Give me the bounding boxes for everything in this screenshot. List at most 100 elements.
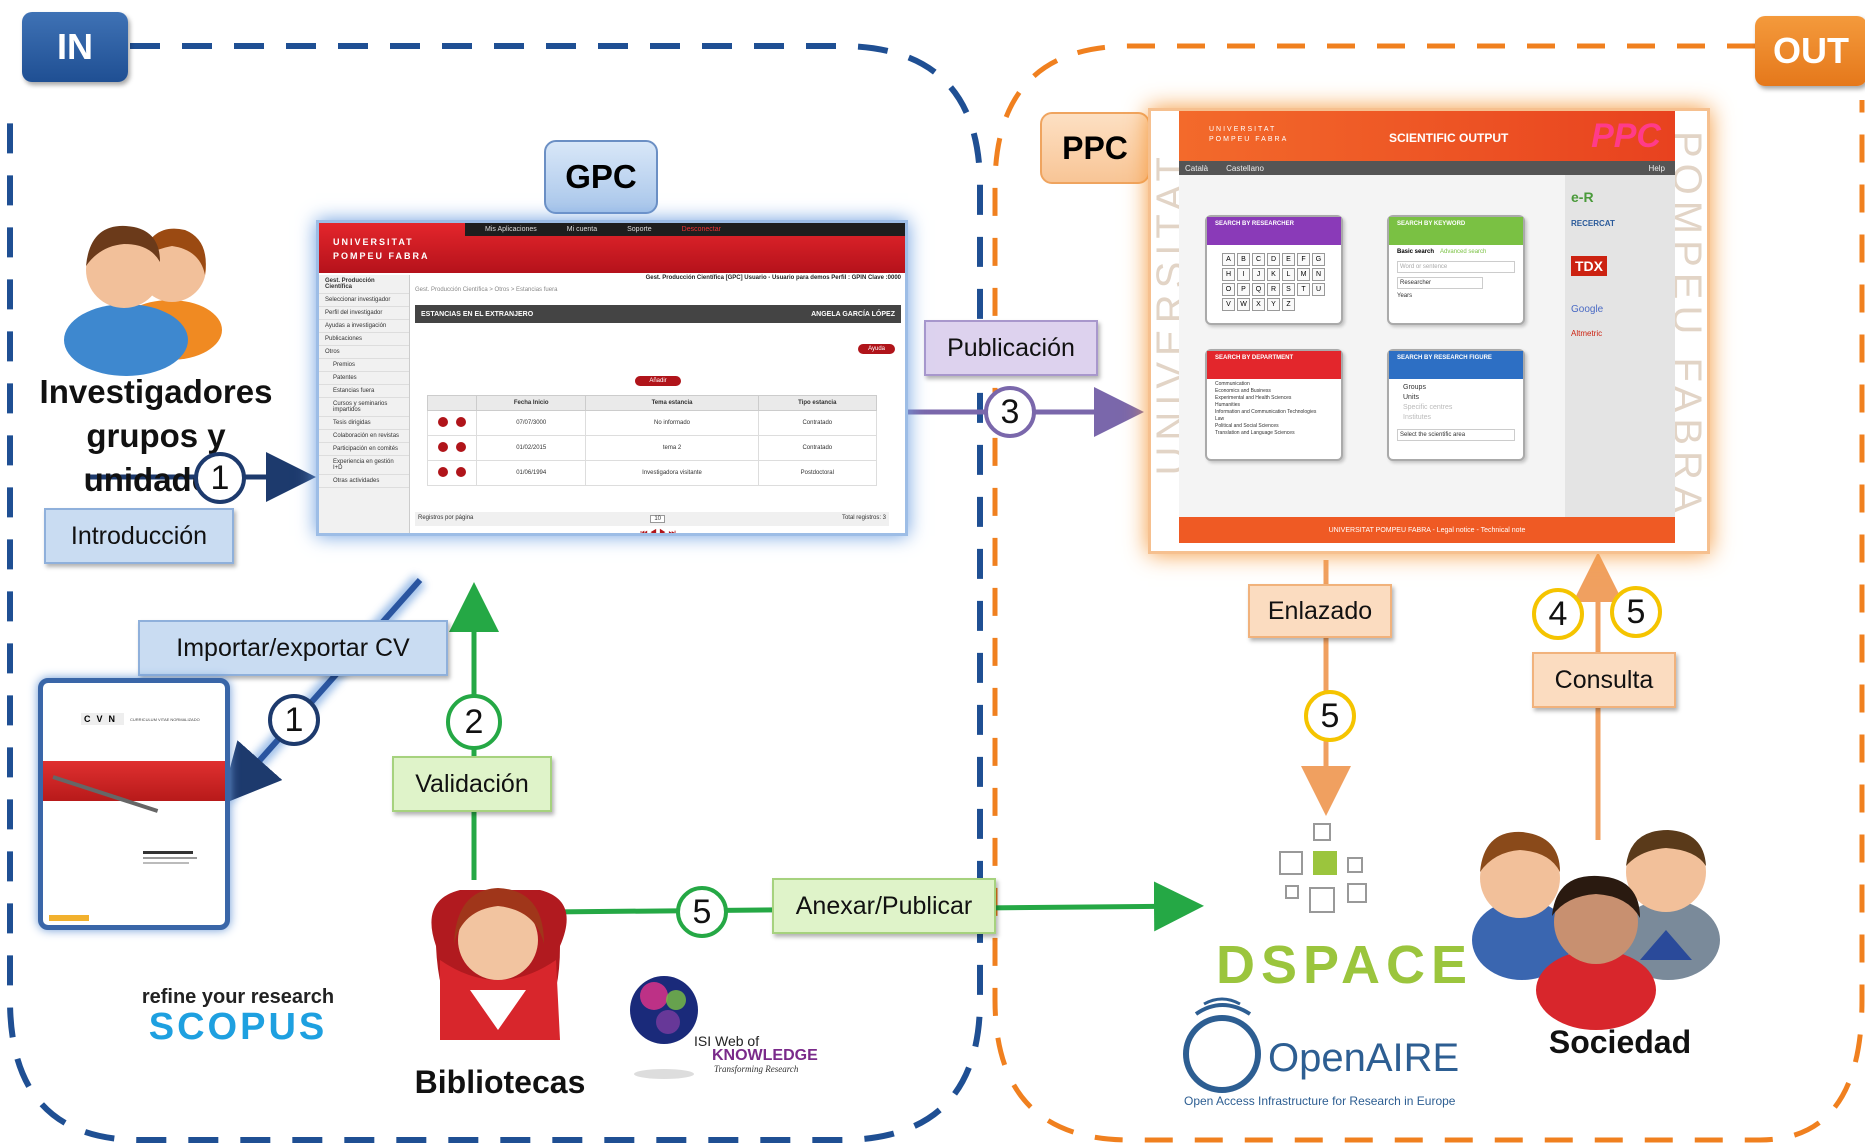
letter-key[interactable]: N [1312, 268, 1325, 281]
gpc-topnav: Mis Aplicaciones Mi cuenta Soporte Desco… [465, 223, 905, 236]
department-item[interactable]: Experimental and Health Sciences [1215, 395, 1292, 401]
letter-key[interactable]: P [1237, 283, 1250, 296]
ppc-sidebar-item[interactable]: RECERCAT [1571, 219, 1615, 228]
delete-icon[interactable] [456, 442, 466, 452]
delete-icon[interactable] [456, 467, 466, 477]
gpc-side-item[interactable]: Experiencia en gestión I+D [319, 456, 409, 475]
gpc-side-item[interactable]: Seleccionar investigador [319, 294, 409, 307]
gpc-side-item[interactable]: Cursos y seminarios impartidos [319, 398, 409, 417]
gpc-side-item[interactable]: Estancias fuera [319, 385, 409, 398]
ppc-sidebar-item[interactable]: Altmetric [1571, 329, 1603, 338]
ppc-basic-search[interactable]: Basic search [1397, 249, 1435, 255]
ppc-card-department[interactable]: SEARCH BY DEPARTMENT Communication Econo… [1205, 349, 1343, 461]
letter-key[interactable]: G [1312, 253, 1325, 266]
gpc-side-item[interactable]: Perfil del investigador [319, 307, 409, 320]
gpc-side-item[interactable]: Publicaciones [319, 333, 409, 346]
edit-icon[interactable] [438, 442, 448, 452]
gpc-col-header[interactable]: Tema estancia [585, 395, 759, 411]
gpc-help-button[interactable]: Ayuda [858, 344, 895, 354]
ppc-card-keyword[interactable]: SEARCH BY KEYWORD Basic search Advanced … [1387, 215, 1525, 325]
gpc-per-page-select[interactable]: 10 [650, 515, 666, 523]
letter-key[interactable]: T [1297, 283, 1310, 296]
gpc-cell: Postdoctoral [757, 460, 878, 486]
ppc-card-figure[interactable]: SEARCH BY RESEARCH FIGURE Groups Units S… [1387, 349, 1525, 461]
gpc-side-item[interactable]: Colaboración en revistas [319, 430, 409, 443]
letter-key[interactable]: J [1252, 268, 1265, 281]
letter-key[interactable]: U [1312, 283, 1325, 296]
gpc-header-info: Gest. Producción Científica [GPC] Usuari… [645, 275, 901, 281]
letter-key[interactable]: C [1252, 253, 1265, 266]
letter-key[interactable]: Q [1252, 283, 1265, 296]
letter-key[interactable]: K [1267, 268, 1280, 281]
gpc-col-header[interactable]: Tipo estancia [757, 395, 878, 411]
gpc-side-item[interactable]: Otras actividades [319, 475, 409, 488]
ppc-keyword-select[interactable]: Researcher [1397, 277, 1483, 289]
letter-key[interactable]: F [1297, 253, 1310, 266]
openaire-subtitle: Open Access Infrastructure for Research … [1184, 1094, 1456, 1108]
ppc-area-select[interactable]: Select the scientific area [1397, 429, 1515, 441]
department-item[interactable]: Communication [1215, 381, 1250, 387]
letter-key[interactable]: Z [1282, 298, 1295, 311]
letter-key[interactable]: H [1222, 268, 1235, 281]
gpc-side-item[interactable]: Tesis dirigidas [319, 417, 409, 430]
gpc-side-item[interactable]: Premios [319, 359, 409, 372]
ppc-advanced-search[interactable]: Advanced search [1440, 249, 1487, 255]
gpc-nav-item[interactable]: Soporte [627, 226, 652, 233]
ppc-lang-link[interactable]: Català [1185, 163, 1209, 173]
letter-key[interactable]: Y [1267, 298, 1280, 311]
ppc-title: SCIENTIFIC OUTPUT [1389, 131, 1509, 145]
ppc-card-keyword-title: SEARCH BY KEYWORD [1389, 217, 1523, 245]
department-item[interactable]: Law [1215, 416, 1225, 422]
cv-red-band [43, 761, 225, 813]
department-item[interactable]: Humanities [1215, 402, 1241, 408]
gpc-side-item[interactable]: Patentes [319, 372, 409, 385]
figure-radio[interactable]: Specific centres [1403, 404, 1453, 411]
gpc-col-header[interactable]: Fecha Inicio [475, 395, 587, 411]
letter-key[interactable]: D [1267, 253, 1280, 266]
department-item[interactable]: Information and Communication Technologi… [1215, 409, 1317, 415]
gpc-nav-item[interactable]: Mi cuenta [566, 226, 598, 233]
edit-icon[interactable] [438, 417, 448, 427]
letter-key[interactable]: B [1237, 253, 1250, 266]
figure-radio[interactable]: Units [1403, 394, 1419, 401]
gpc-per-page-label: Registros por página [418, 515, 474, 521]
gpc-univ-name: UNIVERSITAT POMPEU FABRA [333, 237, 430, 261]
letter-key[interactable]: X [1252, 298, 1265, 311]
letter-key[interactable]: R [1267, 283, 1280, 296]
gpc-pagination-icons[interactable]: ⏮ ◀ ▶ ⏭ [640, 528, 676, 536]
gpc-side-item[interactable]: Otros [319, 346, 409, 359]
letter-key[interactable]: W [1237, 298, 1250, 311]
gpc-nav-item[interactable]: Desconectar [681, 226, 721, 233]
cv-header: CVN CURRICULUM VITAE NORMALIZADO [81, 713, 225, 725]
letter-key[interactable]: L [1282, 268, 1295, 281]
gpc-screenshot: Mis Aplicaciones Mi cuenta Soporte Desco… [316, 220, 908, 536]
gpc-side-item[interactable]: Participación en comités [319, 443, 409, 456]
gpc-side-item[interactable]: Ayudas a investigación [319, 320, 409, 333]
gpc-nav-item[interactable]: Mis Aplicaciones [485, 226, 537, 233]
ppc-sidebar-item[interactable]: e-R [1571, 189, 1594, 205]
step-5-anexar: 5 [676, 886, 728, 938]
letter-key[interactable]: A [1222, 253, 1235, 266]
ppc-sidebar-item[interactable]: TDX [1571, 256, 1607, 276]
ppc-sidebar-item[interactable]: Google [1571, 304, 1604, 315]
department-item[interactable]: Economics and Business [1215, 388, 1271, 394]
letter-key[interactable]: I [1237, 268, 1250, 281]
letter-key[interactable]: S [1282, 283, 1295, 296]
ppc-keyword-input[interactable]: Word or sentence [1397, 261, 1515, 273]
ppc-lang-link[interactable]: Castellano [1226, 163, 1264, 173]
letter-key[interactable]: E [1282, 253, 1295, 266]
letter-key[interactable]: V [1222, 298, 1235, 311]
edit-icon[interactable] [438, 467, 448, 477]
figure-radio[interactable]: Institutes [1403, 414, 1432, 421]
ppc-help-link[interactable]: Help [1648, 163, 1665, 173]
department-item[interactable]: Translation and Language Sciences [1215, 430, 1295, 436]
delete-icon[interactable] [456, 417, 466, 427]
department-item[interactable]: Political and Social Sciences [1215, 423, 1279, 429]
gpc-add-button[interactable]: Añadir [635, 376, 681, 386]
gpc-side-item[interactable]: Gest. Producción Científica [319, 275, 409, 294]
letter-key[interactable]: M [1297, 268, 1310, 281]
figure-radio[interactable]: Groups [1403, 384, 1426, 391]
letter-key[interactable]: O [1222, 283, 1235, 296]
